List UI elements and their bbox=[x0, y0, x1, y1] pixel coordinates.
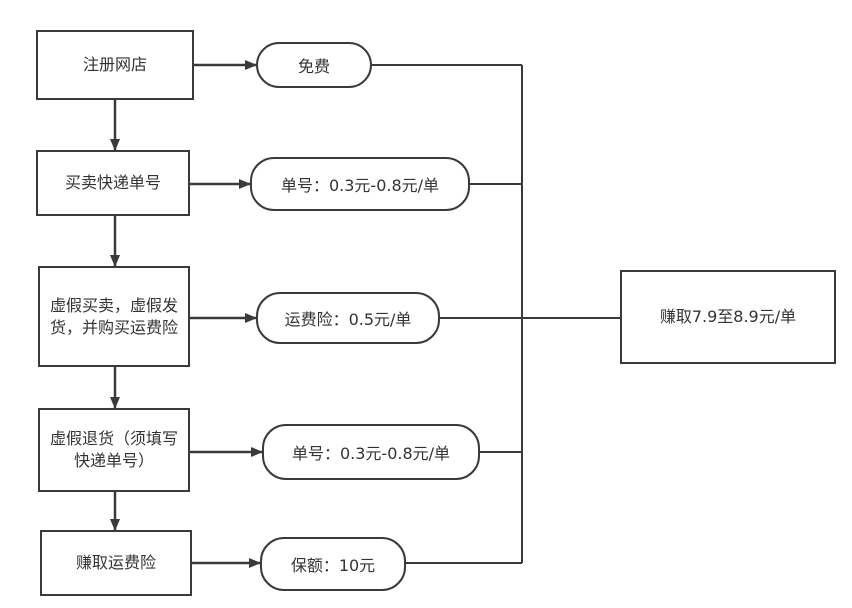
cost-tracking-label: 单号：0.3元-0.8元/单 bbox=[280, 176, 440, 195]
step-earn-insurance: 赚取运费险 bbox=[40, 530, 192, 596]
step-fake-trade: 虚假买卖，虚假发货，并购买运费险 bbox=[38, 266, 190, 367]
cost-insurance-label: 运费险：0.5元/单 bbox=[284, 310, 412, 329]
step-buy-tracking: 买卖快递单号 bbox=[36, 150, 190, 216]
cost-insurance: 运费险：0.5元/单 bbox=[256, 292, 440, 344]
step-register: 注册网店 bbox=[36, 30, 194, 100]
step-earn-insurance-label: 赚取运费险 bbox=[75, 553, 156, 572]
result-label: 赚取7.9至8.9元/单 bbox=[659, 307, 797, 326]
cost-free: 免费 bbox=[256, 42, 372, 88]
cost-free-label: 免费 bbox=[297, 57, 330, 76]
cost-return-tracking-label: 单号：0.3元-0.8元/单 bbox=[291, 444, 451, 463]
cost-return-tracking: 单号：0.3元-0.8元/单 bbox=[262, 424, 480, 480]
step-buy-tracking-label: 买卖快递单号 bbox=[64, 173, 161, 192]
step-register-label: 注册网店 bbox=[82, 55, 147, 74]
step-fake-trade-label: 虚假买卖，虚假发货，并购买运费险 bbox=[50, 295, 179, 337]
step-fake-return-label: 虚假退货（须填写快递单号） bbox=[50, 429, 179, 470]
cost-payout-label: 保额：10元 bbox=[290, 556, 376, 575]
cost-payout: 保额：10元 bbox=[260, 537, 406, 591]
result-box: 赚取7.9至8.9元/单 bbox=[620, 270, 836, 364]
step-fake-return: 虚假退货（须填写快递单号） bbox=[38, 408, 190, 492]
cost-tracking: 单号：0.3元-0.8元/单 bbox=[250, 157, 470, 211]
